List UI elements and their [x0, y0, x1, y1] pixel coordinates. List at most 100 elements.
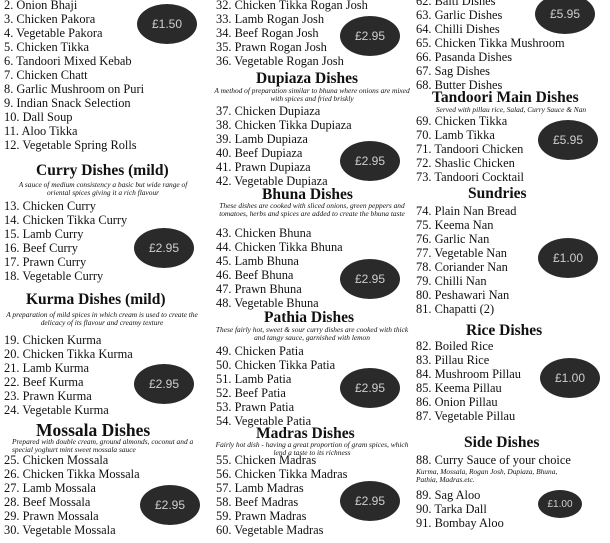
menu-item: 66. Pasanda Dishes	[416, 50, 513, 64]
menu-item: 67. Sag Dishes	[416, 64, 490, 78]
price-badge: £2.95	[140, 485, 200, 525]
menu-item: 80. Peshawari Nan	[416, 288, 510, 302]
menu-item: 36. Vegetable Rogan Josh	[216, 54, 344, 68]
menu-item: 22. Beef Kurma	[4, 375, 84, 389]
menu-item: 45. Lamb Bhuna	[216, 254, 299, 268]
menu-item: 34. Beef Rogan Josh	[216, 26, 319, 40]
section-description: Served with pillau rice, Salad, Curry Sa…	[435, 105, 587, 114]
menu-item: 87. Vegetable Pillau	[416, 409, 516, 423]
menu-item: 81. Chapatti (2)	[416, 302, 495, 316]
menu-item: 11. Aloo Tikka	[4, 124, 78, 138]
menu-item: 27. Lamb Mossala	[4, 481, 96, 495]
menu-item: 39. Lamb Dupiaza	[216, 132, 308, 146]
menu-item: 17. Prawn Curry	[4, 255, 87, 269]
menu-item: 62. Balti Dishes	[416, 0, 496, 8]
section-heading-pathia: Pathia Dishes	[264, 309, 354, 326]
menu-item: 33. Lamb Rogan Josh	[216, 12, 325, 26]
menu-item: 41. Prawn Dupiaza	[216, 160, 311, 174]
section-heading-curry: Curry Dishes (mild)	[36, 162, 169, 179]
menu-item: 20. Chicken Tikka Kurma	[4, 347, 133, 361]
section-description: Fairly hot dish - having a great proport…	[215, 440, 409, 458]
menu-item: 30. Vegetable Mossala	[4, 523, 116, 537]
menu-item: 75. Keema Nan	[416, 218, 494, 232]
menu-item: 64. Chilli Dishes	[416, 22, 500, 36]
menu-item: 4. Vegetable Pakora	[4, 26, 103, 40]
menu-item: 47. Prawn Bhuna	[216, 282, 302, 296]
menu-item: 16. Beef Curry	[4, 241, 78, 255]
menu-item: 57. Lamb Madras	[216, 481, 304, 495]
menu-item: 18. Vegetable Curry	[4, 269, 104, 283]
menu-item: 84. Mushroom Pillau	[416, 367, 521, 381]
section-heading-kurma: Kurma Dishes (mild)	[26, 291, 166, 308]
price-badge: £2.95	[340, 16, 400, 56]
menu-item: 19. Chicken Kurma	[4, 333, 102, 347]
menu-item: 71. Tandoori Chicken	[416, 142, 524, 156]
menu-item: 48. Vegetable Bhuna	[216, 296, 319, 310]
menu-item: 2. Onion Bhaji	[4, 0, 78, 12]
menu-item: 89. Sag Aloo	[416, 488, 481, 502]
section-heading-dupiaza: Dupiaza Dishes	[256, 70, 359, 87]
menu-item: 25. Chicken Mossala	[4, 453, 109, 467]
menu-item: 8. Garlic Mushroom on Puri	[4, 82, 145, 96]
menu-item: 3. Chicken Pakora	[4, 12, 96, 26]
section-description: These dishes are cooked with sliced onio…	[219, 201, 405, 219]
menu-item: 55. Chicken Madras	[216, 453, 317, 467]
menu-item: 73. Tandoori Cocktail	[416, 170, 524, 184]
menu-item: 82. Boiled Rice	[416, 339, 494, 353]
section-heading-madras: Madras Dishes	[256, 425, 355, 442]
menu-item: 70. Lamb Tikka	[416, 128, 495, 142]
price-badge: £5.95	[538, 120, 598, 160]
section-heading-bhuna: Bhuna Dishes	[262, 186, 353, 203]
menu-item: 14. Chicken Tikka Curry	[4, 213, 128, 227]
menu-item: 38. Chicken Tikka Dupiaza	[216, 118, 352, 132]
menu-item: 6. Tandoori Mixed Kebab	[4, 54, 132, 68]
menu-item: 83. Pillau Rice	[416, 353, 490, 367]
menu-item: 43. Chicken Bhuna	[216, 226, 312, 240]
menu-item: 51. Lamb Patia	[216, 372, 292, 386]
menu-item: 88. Curry Sauce of your choice	[416, 453, 571, 467]
menu-item: 90. Tarka Dall	[416, 502, 487, 516]
price-badge: £2.95	[134, 228, 194, 268]
price-badge: £2.95	[134, 364, 194, 404]
menu-item: 40. Beef Dupiaza	[216, 146, 303, 160]
menu-item: 58. Beef Madras	[216, 495, 299, 509]
menu-item: 29. Prawn Mossala	[4, 509, 99, 523]
section-description: A sauce of medium consistency a basic bu…	[18, 180, 188, 198]
menu-item: 23. Prawn Kurma	[4, 389, 92, 403]
menu-item: 28. Beef Mossala	[4, 495, 91, 509]
menu-item: 53. Prawn Patia	[216, 400, 295, 414]
menu-item: 13. Chicken Curry	[4, 199, 96, 213]
menu-item: 68. Butter Dishes	[416, 78, 503, 92]
price-badge: £2.95	[340, 481, 400, 521]
menu-item: 44. Chicken Tikka Bhuna	[216, 240, 343, 254]
section-description: These fairly hot, sweet & sour curry dis…	[215, 325, 409, 343]
menu-item: 15. Lamb Curry	[4, 227, 84, 241]
section-heading-mossala: Mossala Dishes	[36, 420, 151, 440]
menu-item: 74. Plain Nan Bread	[416, 204, 517, 218]
menu-item: 86. Onion Pillau	[416, 395, 498, 409]
menu-item: 10. Dall Soup	[4, 110, 73, 124]
menu-item: 42. Vegetable Dupiaza	[216, 174, 328, 188]
menu-item: 54. Vegetable Patia	[216, 414, 312, 428]
section-heading-rice: Rice Dishes	[466, 322, 543, 339]
price-badge: £1.00	[540, 358, 600, 398]
menu-item: 46. Beef Bhuna	[216, 268, 294, 282]
menu-item: 69. Chicken Tikka	[416, 114, 508, 128]
menu-item: 77. Vegetable Nan	[416, 246, 507, 260]
menu-item: 12. Vegetable Spring Rolls	[4, 138, 137, 152]
menu-item: 49. Chicken Patia	[216, 344, 304, 358]
menu-item: 85. Keema Pillau	[416, 381, 502, 395]
menu-item: 50. Chicken Tikka Patia	[216, 358, 336, 372]
menu-item: 65. Chicken Tikka Mushroom	[416, 36, 565, 50]
price-badge: £1.00	[538, 490, 582, 518]
menu-item: 21. Lamb Kurma	[4, 361, 89, 375]
section-heading-tandoori: Tandoori Main Dishes	[432, 89, 579, 106]
section-heading-sundries: Sundries	[468, 185, 527, 202]
section-description: Kurma, Mossala, Rogan Josh, Dupiaza, Bhu…	[416, 467, 558, 485]
menu-item: 60. Vegetable Madras	[216, 523, 324, 537]
menu-item: 37. Chicken Dupiaza	[216, 104, 321, 118]
menu-item: 79. Chilli Nan	[416, 274, 487, 288]
menu-item: 9. Indian Snack Selection	[4, 96, 131, 110]
menu-item: 35. Prawn Rogan Josh	[216, 40, 327, 54]
menu-item: 63. Garlic Dishes	[416, 8, 503, 22]
